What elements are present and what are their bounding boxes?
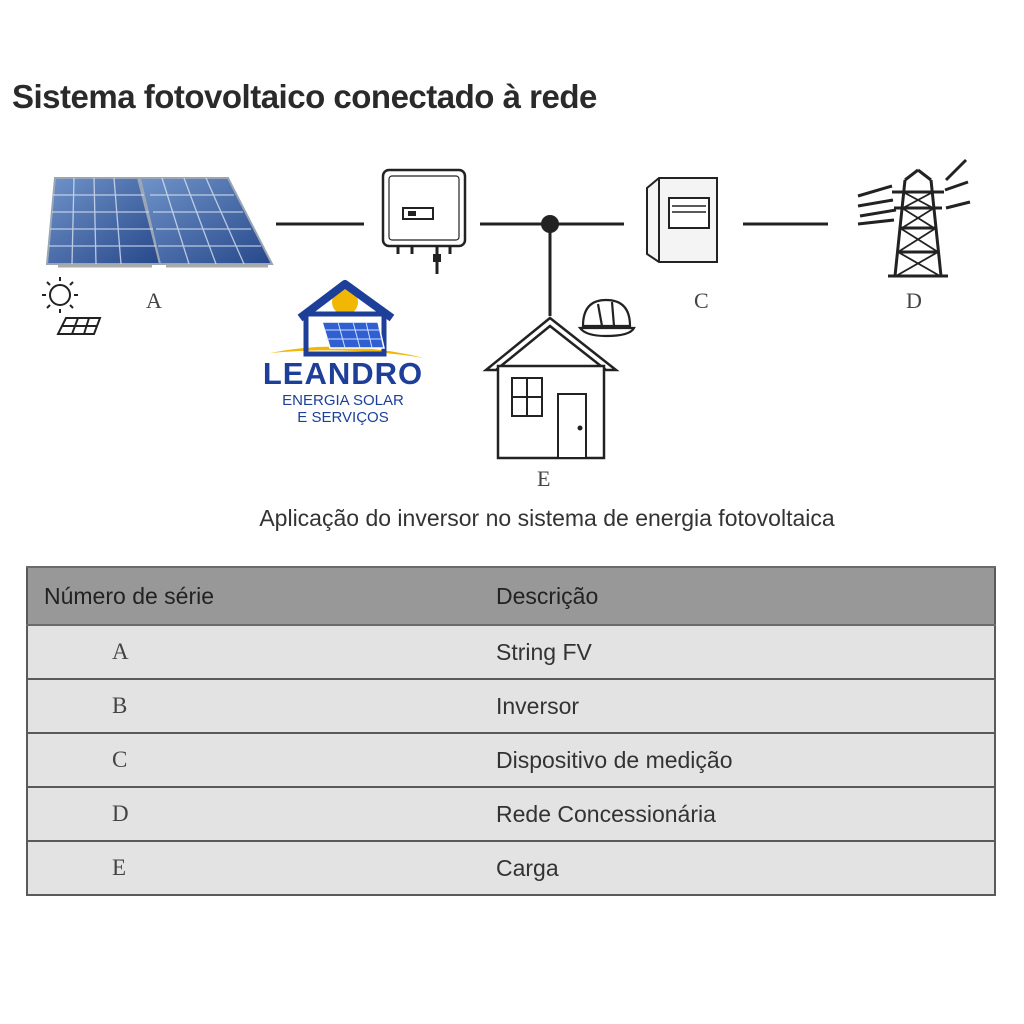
table-row: A String FV [27, 624, 995, 680]
page-title: Sistema fotovoltaico conectado à rede [12, 78, 597, 115]
house-icon [482, 316, 620, 460]
logo-name: LEANDRO [262, 356, 424, 391]
table-row: C Dispositivo de medição [27, 732, 995, 788]
hard-hat-icon [577, 298, 636, 338]
serial-cell: B [27, 678, 496, 734]
table-row: D Rede Concessionária [27, 786, 995, 842]
small-panel-icon [56, 317, 102, 335]
meter-icon [646, 177, 718, 263]
description-cell: Inversor [496, 678, 995, 734]
serial-cell: C [27, 732, 496, 788]
table-header-row: Número de série Descrição [27, 566, 995, 626]
table-row: E Carga [27, 840, 995, 896]
header-description: Descrição [496, 566, 995, 626]
label-a: A [146, 288, 162, 313]
legend-table: Número de série Descrição A String FV B … [26, 566, 996, 896]
serial-cell: E [27, 840, 496, 896]
sun-icon [42, 277, 78, 313]
logo-tagline: ENERGIA SOLAR E SERVIÇOS [258, 392, 428, 426]
label-d: D [906, 288, 922, 313]
pv-system-diagram: A C D E [42, 158, 971, 491]
solar-panel-icon [45, 177, 274, 268]
description-cell: Carga [496, 840, 995, 896]
power-tower-icon [857, 158, 971, 278]
logo-tagline-line1: ENERGIA SOLAR [282, 392, 404, 409]
label-c: C [694, 288, 709, 313]
description-cell: Dispositivo de medição [496, 732, 995, 788]
company-logo-icon [270, 280, 424, 358]
description-cell: Rede Concessionária [496, 786, 995, 842]
connection-lines [276, 222, 828, 316]
serial-cell: A [27, 624, 496, 680]
diagram-caption: Aplicação do inversor no sistema de ener… [259, 505, 835, 531]
junction-node [541, 215, 559, 233]
inverter-icon [381, 168, 467, 274]
table-row: B Inversor [27, 678, 995, 734]
logo-tagline-line2: E SERVIÇOS [297, 409, 389, 426]
description-cell: String FV [496, 624, 995, 680]
header-serial-number: Número de série [27, 566, 496, 626]
label-e: E [537, 466, 550, 491]
serial-cell: D [27, 786, 496, 842]
